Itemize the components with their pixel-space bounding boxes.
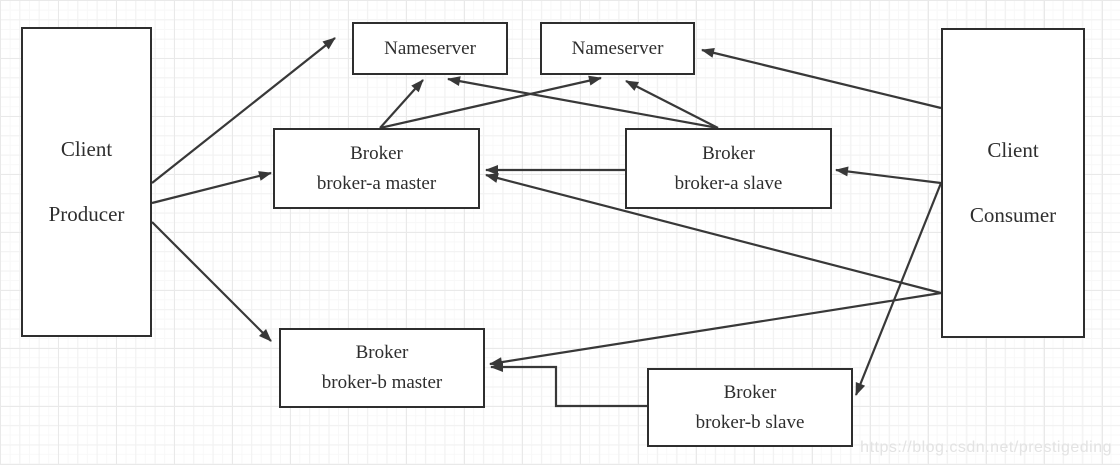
node-label: Client [60,137,113,161]
node-label: broker-a slave [674,172,783,194]
node-broker-b-slave: Broker broker-b slave [647,368,853,447]
node-label: Broker [350,142,403,164]
node-broker-a-master: Broker broker-a master [273,128,480,209]
node-label: broker-b master [321,372,443,393]
node-label: Client [987,138,1039,162]
edge-broker-a-slave-to-nameserver-2 [625,80,719,129]
node-label: Broker [355,342,409,363]
edge-client-consumer-to-nameserver-2 [701,47,942,110]
watermark: https://blog.csdn.net/prestigeding [860,439,1112,456]
node-label: Consumer [969,203,1057,227]
edge-client-consumer-to-broker-a-master [485,173,942,295]
node-label: Nameserver [571,37,664,59]
edge-client-consumer-to-broker-b-slave [854,182,943,396]
edge-broker-a-master-to-nameserver-1 [379,79,424,129]
edge-client-consumer-to-broker-b-master [489,291,942,368]
node-broker-b-master: Broker broker-b master [279,328,485,408]
node-label: Broker [702,142,755,164]
edge-client-consumer-to-broker-a-slave [835,166,942,185]
node-broker-a-slave: Broker broker-a slave [625,128,832,209]
edge-client-producer-to-broker-a-master [151,171,272,205]
edge-broker-a-master-to-nameserver-2 [379,75,602,130]
node-label: Broker [723,381,777,403]
edge-broker-b-slave-to-broker-b-master [490,362,647,408]
node-label: broker-b slave [695,411,805,433]
node-label: Nameserver [384,37,476,59]
node-client-producer: Client Producer [21,27,152,337]
edge-broker-a-slave-to-nameserver-1 [447,76,719,130]
node-client-consumer: Client Consumer [941,28,1085,338]
node-label: Producer [48,202,125,226]
node-nameserver-2: Nameserver [540,22,695,75]
node-nameserver-1: Nameserver [352,22,508,75]
node-label: broker-a master [316,172,437,194]
edge-client-producer-to-broker-b-master [151,221,272,342]
edge-client-producer-to-nameserver-1 [151,37,336,184]
